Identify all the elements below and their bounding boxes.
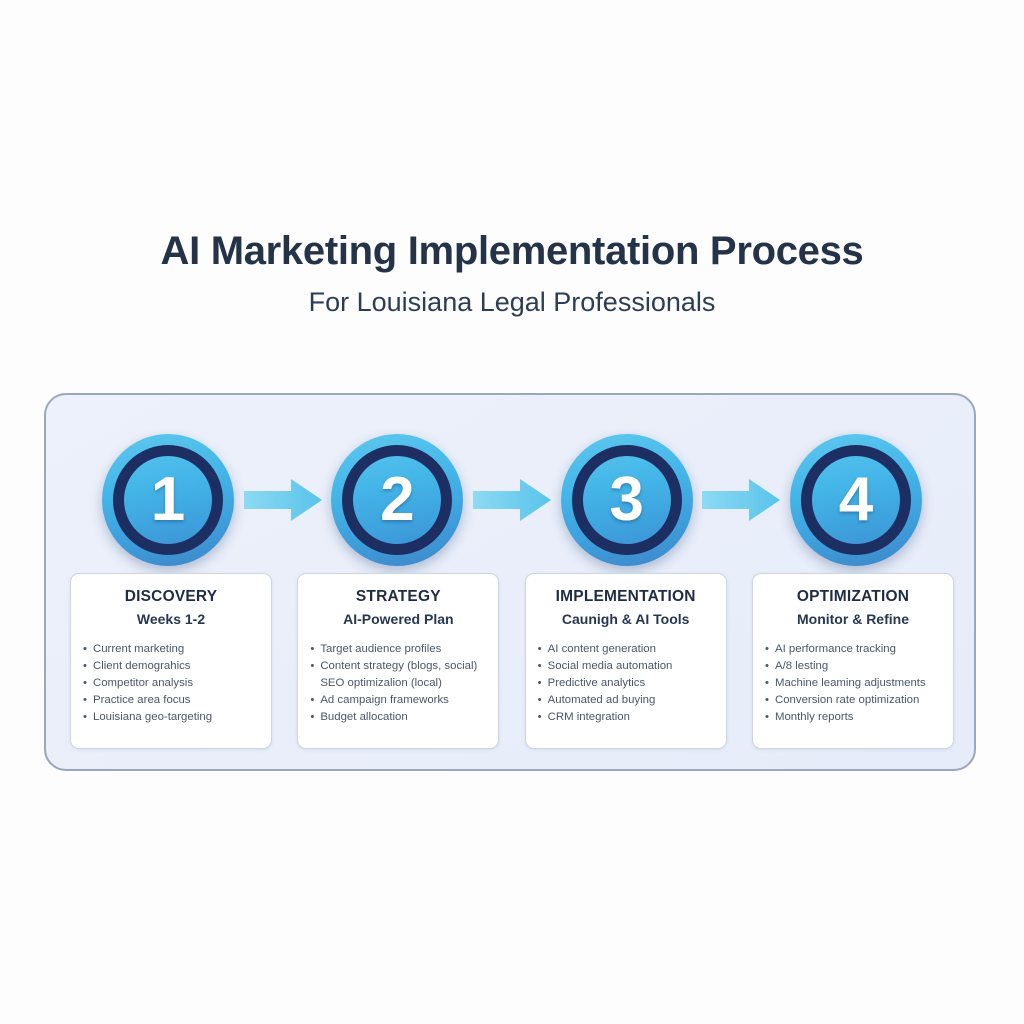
step-circle-4: 4 — [789, 434, 922, 566]
page-subtitle: For Louisiana Legal Professionals — [308, 287, 716, 317]
list-item: Ad campaign frameworks — [310, 692, 486, 709]
step-card-optimization: OPTIMIZATION Monitor & Refine AI performan… — [751, 573, 954, 749]
step-circle-2: 2 — [331, 434, 464, 566]
card-title: DISCOVERY — [124, 588, 218, 605]
list-item: Practice area focus — [83, 692, 259, 709]
step-number-label: 2 — [380, 465, 415, 534]
card-bullet-list: AI content generationSocial media automa… — [538, 641, 714, 725]
card-bullet-list: AI performance trackingA/8 lestingMachin… — [765, 641, 941, 725]
arrow-right-icon — [243, 477, 322, 523]
step-circle-1: 1 — [102, 434, 234, 566]
list-item: Social media automation — [538, 658, 714, 675]
card-title: IMPLEMENTATION — [555, 588, 696, 605]
list-item: Conversion rate optimization — [765, 692, 941, 709]
process-panel: 1 2 3 4 DISCOVERY Weeks 1-2Current marketing… — [44, 393, 976, 771]
step-number-label: 4 — [838, 465, 874, 534]
list-item: Machine leaming adjustments — [765, 675, 941, 692]
list-item: AI content generation — [538, 641, 714, 658]
arrow-right-icon — [472, 477, 551, 523]
list-item: SEO optimizalion (local) — [320, 677, 442, 690]
header: AI Marketing Implementation Process For … — [0, 228, 1024, 318]
list-item: Budget allocation — [310, 709, 486, 726]
page-title: AI Marketing Implementation Process — [160, 229, 864, 273]
list-item: A/8 lesting — [765, 658, 941, 675]
step-circle-3: 3 — [560, 434, 693, 566]
card-subtitle: Monitor & Refine — [796, 610, 909, 627]
list-item: Current marketing — [83, 641, 259, 658]
step-card-strategy: STRATEGY AI-Powered PlanTarget audience p… — [297, 573, 500, 749]
card-subtitle: AI-Powered Plan — [343, 610, 454, 627]
list-item: Automated ad buying — [538, 692, 714, 709]
list-item: Louisiana geo-targeting — [83, 709, 259, 726]
card-title: OPTIMIZATION — [796, 588, 910, 605]
step-number-label: 3 — [609, 465, 644, 534]
process-steps-row: 1 2 3 4 — [46, 430, 978, 570]
card-subtitle: Caunigh & AI Tools — [561, 610, 690, 627]
list-item: Predictive analytics — [538, 675, 714, 692]
card-title: STRATEGY — [355, 588, 441, 605]
list-item: CRM integration — [538, 709, 714, 726]
list-item: Monthly reports — [765, 709, 941, 726]
step-card-implementation: IMPLEMENTATION Caunigh & AI Tools AI conte… — [524, 573, 727, 749]
list-item: Competitor analysis — [83, 675, 259, 692]
list-item: Content strategy (blogs, social) — [310, 658, 486, 675]
list-item: Target audience profiles — [310, 641, 486, 658]
card-bullet-list: Target audience profilesContent strategy… — [310, 641, 486, 725]
arrow-right-icon — [702, 477, 781, 523]
card-subtitle: Weeks 1-2 — [136, 610, 206, 627]
card-bullet-list: Current marketingClient demograhicsCompe… — [83, 641, 259, 725]
process-cards-row: DISCOVERY Weeks 1-2Current marketingClien… — [46, 573, 978, 749]
list-item: AI performance tracking — [765, 641, 941, 658]
list-item: Client demograhics — [83, 658, 259, 675]
step-card-discovery: DISCOVERY Weeks 1-2Current marketingClien… — [70, 573, 272, 749]
step-number-label: 1 — [150, 465, 186, 534]
